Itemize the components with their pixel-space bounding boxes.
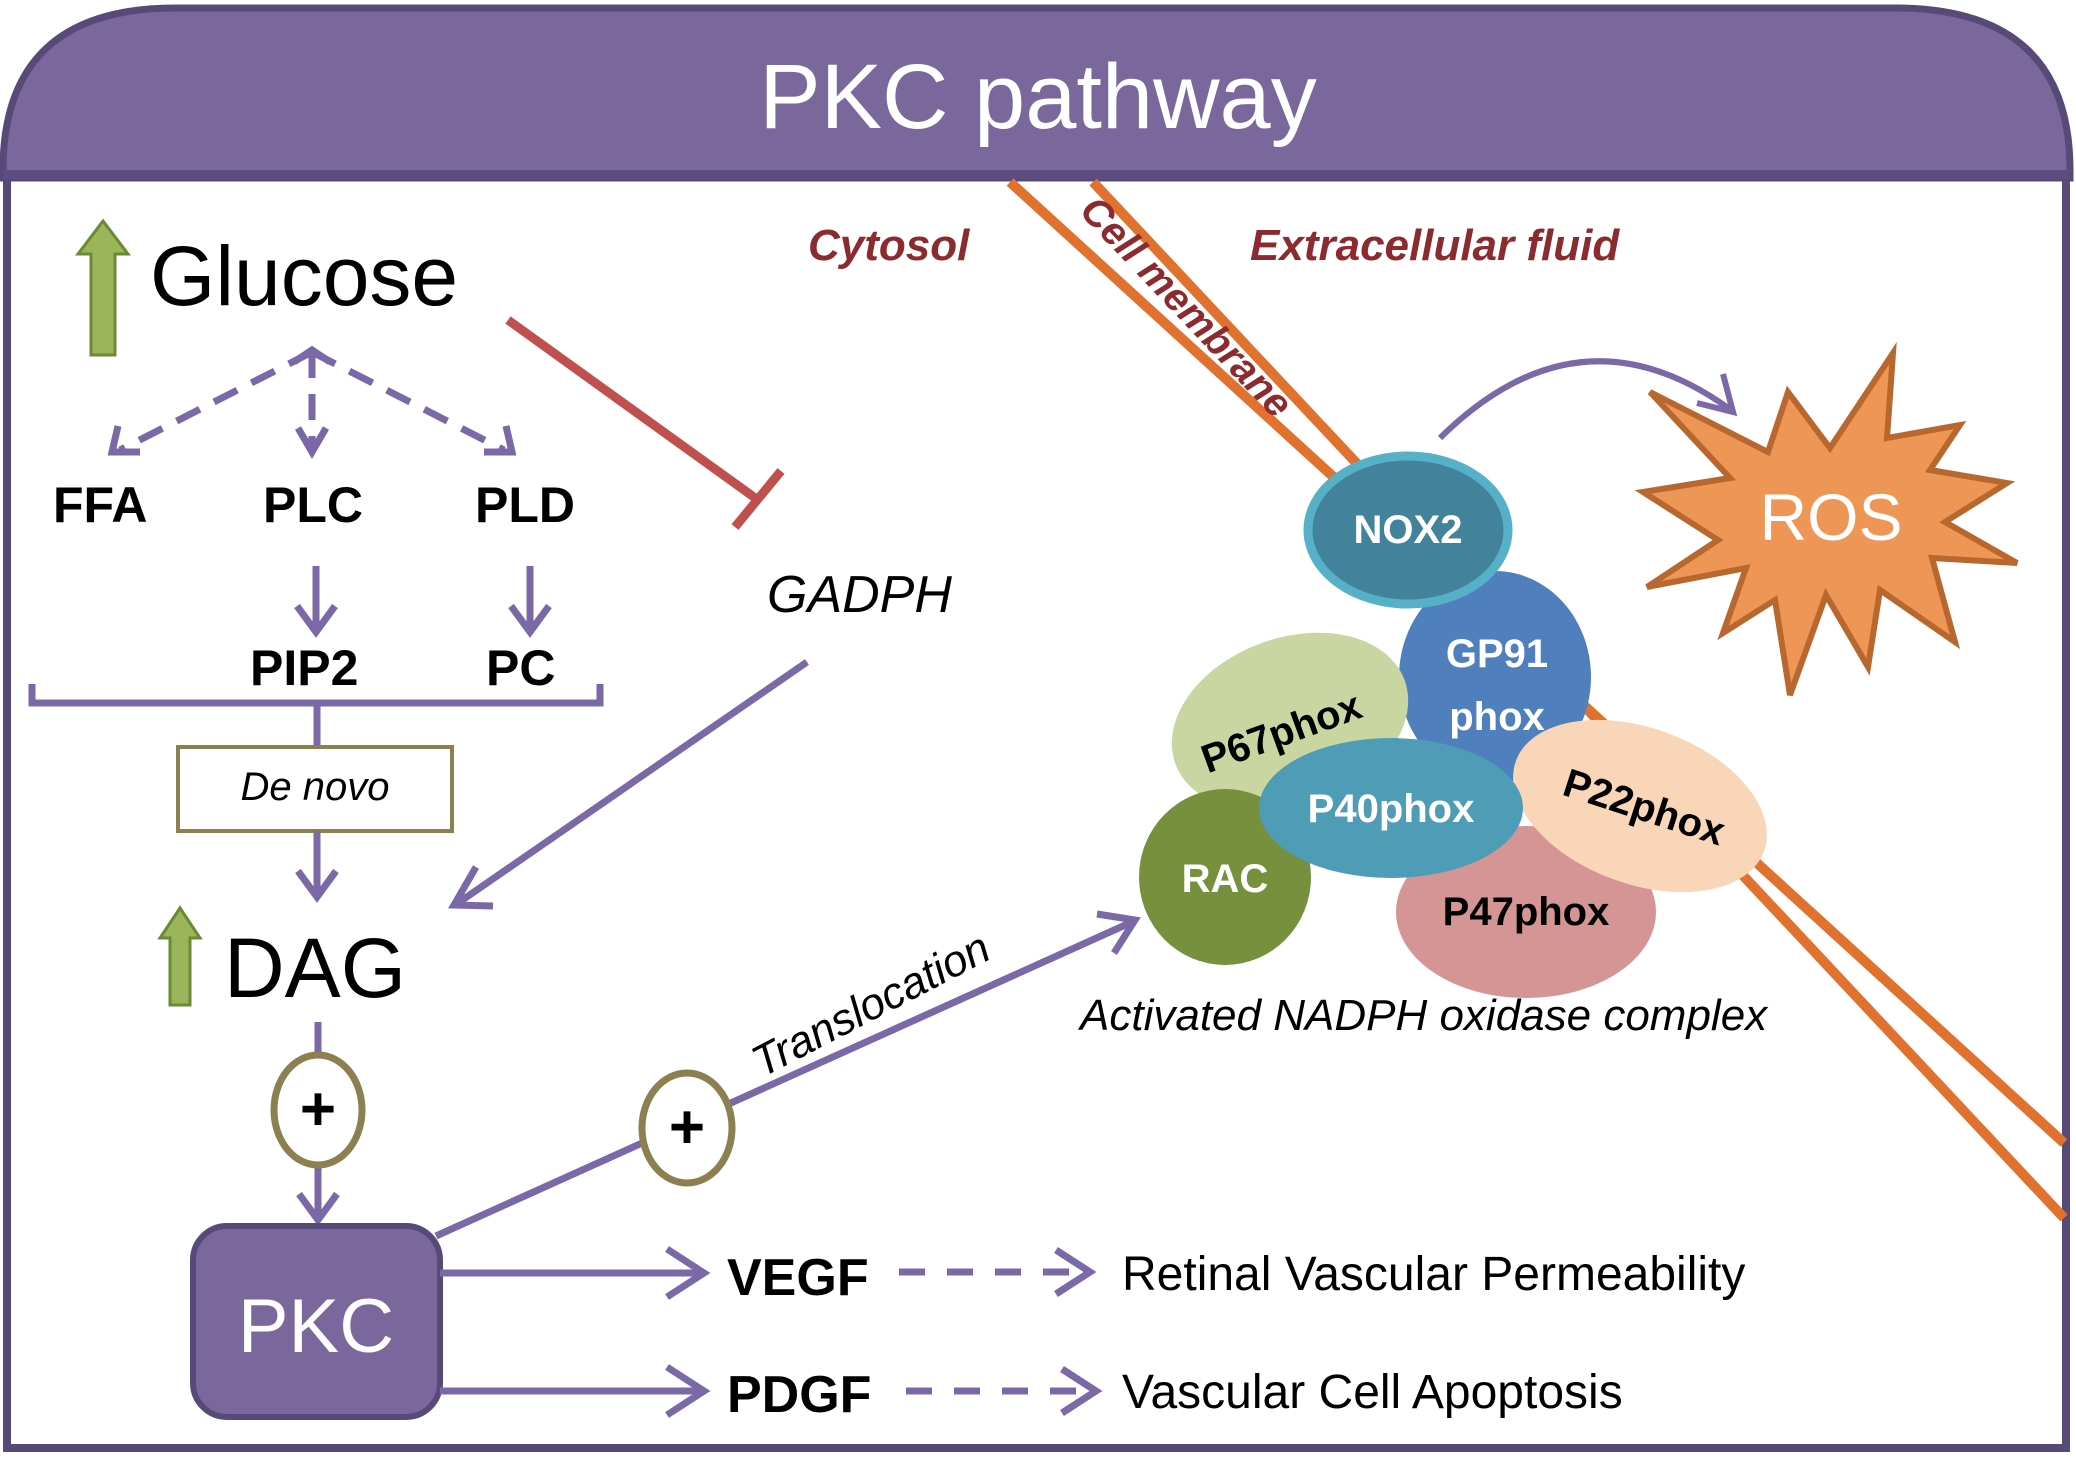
dag-node: DAG	[224, 921, 406, 1015]
glucose-node: Glucose	[150, 229, 458, 323]
ros-label: ROS	[1759, 480, 1902, 554]
ros-starburst: ROS	[1634, 341, 2019, 697]
pip2-node: PIP2	[250, 640, 358, 696]
page-title: PKC pathway	[759, 46, 1316, 148]
p40phox-subunit	[1259, 738, 1523, 878]
nadph-oxidase-complex: GP91 phox P67phox RAC P47phox P22phox P4…	[1139, 451, 1767, 998]
de-novo-to-dag-arrow	[295, 831, 339, 903]
glucose-increase-icon	[74, 218, 132, 357]
glucose-branch-arrows	[107, 345, 517, 459]
pkc-label: PKC	[238, 1284, 394, 1369]
cytosol-label: Cytosol	[808, 221, 970, 270]
p22phox-subunit	[1513, 719, 1767, 893]
svg-text:+: +	[669, 1093, 705, 1162]
gadph-to-dag-arrow	[448, 659, 809, 910]
svg-text:+: +	[300, 1075, 336, 1144]
rac-label: RAC	[1182, 857, 1269, 901]
dag-increase-icon	[157, 905, 203, 1007]
nox2-to-ros-arrow	[1437, 358, 1738, 441]
nox2-label: NOX2	[1354, 508, 1463, 552]
gp91phox-label-line1: GP91	[1446, 632, 1548, 676]
translocation-arrow	[434, 910, 1141, 1240]
enzyme-product-arrows	[294, 566, 552, 638]
translocation-activation-plus-icon: +	[638, 1069, 736, 1187]
pkc-node	[190, 1223, 443, 1420]
header-underline	[3, 170, 2070, 179]
p47phox-label: P47phox	[1443, 890, 1610, 934]
nadph-complex-caption: Activated NADPH oxidase complex	[1077, 991, 1769, 1040]
pc-node: PC	[486, 640, 555, 696]
ffa-node: FFA	[53, 477, 147, 533]
vegf-effect-label: Retinal Vascular Permeability	[1122, 1248, 1745, 1301]
glucose-inhibits-gadph	[505, 316, 785, 530]
gp91phox-subunit	[1399, 571, 1591, 783]
pld-node: PLD	[475, 477, 575, 533]
p40phox-label: P40phox	[1308, 787, 1475, 831]
header-bar	[0, 4, 2074, 182]
dag-activation-plus-icon: +	[270, 1051, 366, 1169]
plc-node: PLC	[263, 477, 363, 533]
gp91phox-label-line2: phox	[1449, 695, 1545, 739]
dag-to-pkc-arrow	[296, 1022, 340, 1226]
de-novo-label: De novo	[241, 765, 390, 809]
pdgf-effect-label: Vascular Cell Apoptosis	[1122, 1366, 1623, 1419]
growth-factor-effect-arrows	[899, 1247, 1103, 1416]
pkc-to-growth-factor-arrows	[440, 1246, 711, 1418]
gadph-node: GADPH	[767, 566, 952, 624]
nox2-subunit	[1303, 451, 1513, 609]
pdgf-node: PDGF	[727, 1366, 871, 1424]
extracellular-fluid-label: Extracellular fluid	[1250, 221, 1620, 270]
vegf-node: VEGF	[727, 1249, 869, 1307]
